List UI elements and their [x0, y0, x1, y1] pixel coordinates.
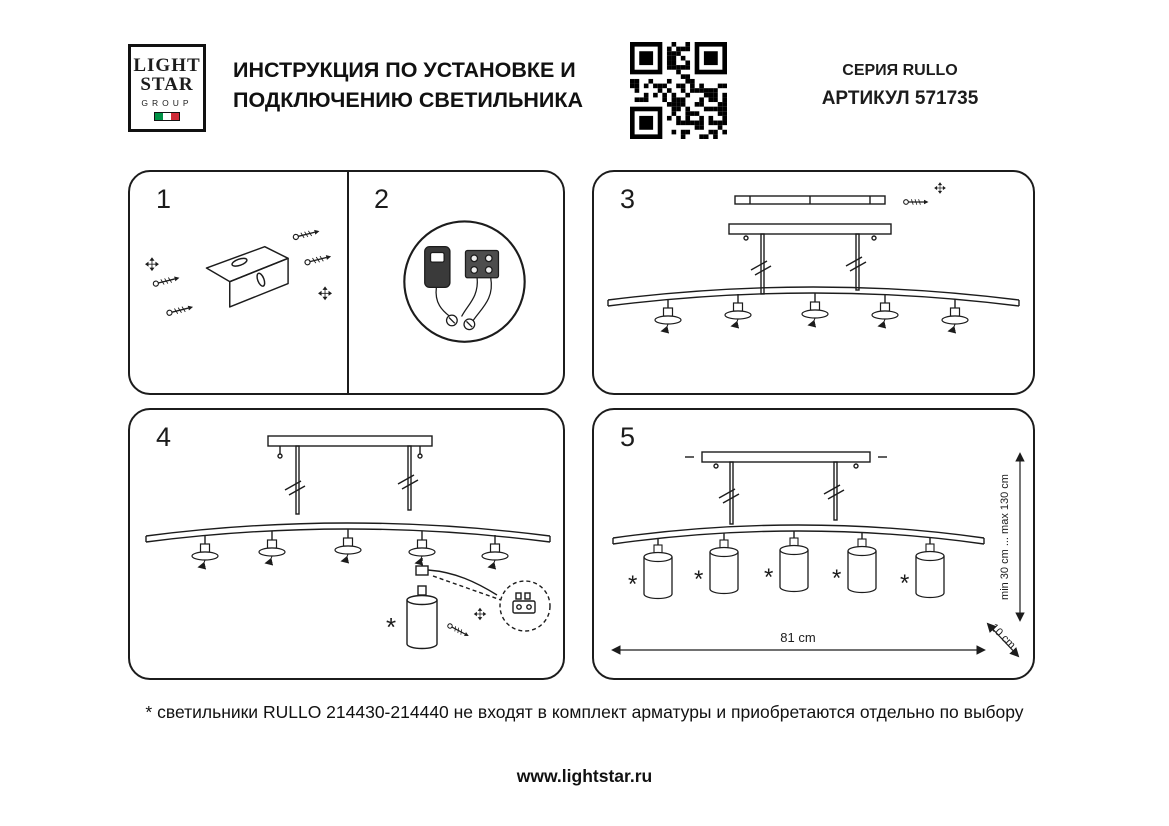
lamp-hanger [872, 294, 898, 326]
height-dimension-label: min 30 cm ... max 130 cm [999, 474, 1011, 600]
step-number-5: 5 [620, 422, 636, 452]
lamp-hanger [942, 299, 968, 331]
title-line1: ИНСТРУКЦИЯ ПО УСТАНОВКЕ И [233, 58, 576, 82]
logo-line1: LIGHT [133, 55, 201, 76]
footnote-marker: * [694, 566, 703, 593]
italy-flag-icon [154, 111, 180, 121]
lamp-hanger [725, 294, 751, 326]
footnote-marker: * [900, 570, 909, 597]
ceiling-mount-diagram [607, 182, 1020, 393]
step-number-3: 3 [620, 184, 636, 214]
screw-icon [152, 274, 181, 288]
lamp-hanger [655, 299, 681, 331]
website-link: www.lightstar.ru [516, 766, 653, 786]
footnote: * светильники RULLO 214430-214440 не вхо… [145, 702, 1024, 722]
move-arrow-icon [474, 608, 486, 620]
qr-code [630, 42, 727, 139]
screw-icon [165, 303, 195, 317]
panel-step-4: 4 [128, 408, 565, 680]
screw-icon [446, 622, 471, 639]
lamp-shade [779, 530, 809, 593]
screw-icon [903, 198, 930, 206]
logo-line3: GROUP [141, 97, 193, 108]
lamp-hanger [802, 293, 828, 325]
lamp-hanger [192, 535, 218, 567]
wiring-connection-diagram [403, 220, 526, 343]
width-dimension-label: 81 cm [780, 630, 815, 645]
logo-line2: STAR [140, 74, 194, 96]
footnote-marker: * [764, 564, 773, 591]
lamp-shade [847, 531, 877, 594]
move-arrow-icon [318, 286, 332, 300]
series-label: СЕРИЯ RULLO [842, 62, 958, 79]
footnote-marker: * [386, 612, 396, 642]
panel-steps-1-2: 1 2 [128, 170, 565, 395]
step-number-1: 1 [156, 184, 172, 214]
lamp-hanger [482, 535, 508, 567]
panel-step-3: 3 [592, 170, 1035, 395]
step-number-2: 2 [374, 184, 390, 214]
product-info: СЕРИЯ RULLO АРТИКУЛ 571735 [795, 62, 1005, 110]
lamp-hanger [259, 531, 285, 563]
full-fixture-diagram: * * * * * 81 cm min 30 cm ... max 130 cm… [611, 451, 1025, 658]
footnote-marker: * [628, 571, 637, 598]
lamp-shade [709, 532, 739, 595]
footnote-marker: * [832, 565, 841, 592]
offset-dimension-label: 10 cm [988, 622, 1018, 652]
page-title: ИНСТРУКЦИЯ ПО УСТАНОВКЕ И ПОДКЛЮЧЕНИЮ СВ… [233, 55, 583, 115]
screw-icon [292, 227, 321, 242]
panel-divider [346, 172, 349, 393]
lamp-shade [915, 536, 945, 599]
bracket-mounting-diagram [145, 227, 333, 317]
lightstar-logo: LIGHT STAR GROUP [128, 44, 206, 132]
move-arrow-icon [934, 182, 946, 194]
move-arrow-icon [145, 257, 159, 271]
article-label: АРТИКУЛ 571735 [821, 88, 979, 109]
panel-step-5: 5 * [592, 408, 1035, 680]
lamp-shade [643, 537, 673, 600]
step-number-4: 4 [156, 422, 172, 452]
track-assembly-diagram: * [145, 435, 551, 650]
title-line2: ПОДКЛЮЧЕНИЮ СВЕТИЛЬНИКА [233, 88, 584, 113]
lamp-hanger [335, 529, 361, 561]
screw-icon [303, 252, 333, 267]
